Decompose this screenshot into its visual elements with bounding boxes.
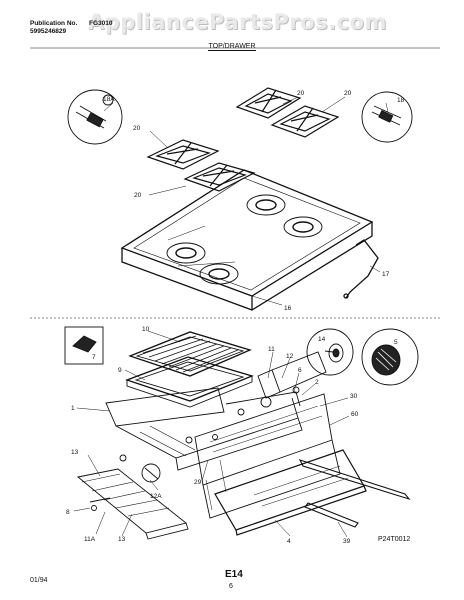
callout-18: 18 xyxy=(397,97,405,104)
section-title-text: TOP/DRAWER xyxy=(208,43,256,51)
callout-7: 7 xyxy=(92,354,96,361)
callout-6: 6 xyxy=(298,367,302,374)
callout-20-top-right: 20 xyxy=(344,90,352,97)
footer-date: 01/94 xyxy=(30,577,48,584)
callout-30: 30 xyxy=(350,393,358,400)
footer-page-number: 6 xyxy=(229,583,233,590)
callout-13-upper: 13 xyxy=(71,449,79,456)
callout-10: 10 xyxy=(142,326,150,333)
slide-rail xyxy=(76,454,189,540)
callout-1: 1 xyxy=(71,405,75,412)
callout-12: 12 xyxy=(286,353,294,360)
detail-circle-14 xyxy=(306,328,354,376)
callout-9: 9 xyxy=(118,367,122,374)
callout-8: 8 xyxy=(66,509,70,516)
callout-20-upper-left: 20 xyxy=(133,125,141,132)
detail-circle-5 xyxy=(361,328,419,386)
detail-circle-18 xyxy=(361,91,413,143)
callout-29: 29 xyxy=(194,479,202,486)
callout-11a: 11A xyxy=(84,536,96,543)
callout-20-top-mid: 20 xyxy=(297,90,305,97)
leader-lines xyxy=(73,96,389,538)
detail-circle-18a xyxy=(67,89,123,145)
support-rod xyxy=(343,239,379,299)
drawer-front xyxy=(194,393,411,536)
callout-2: 2 xyxy=(315,379,319,386)
publication-label: Publication No. xyxy=(30,20,78,27)
detail-box-7 xyxy=(64,326,104,365)
callout-60: 60 xyxy=(351,411,359,418)
callout-14: 14 xyxy=(318,336,326,343)
callout-13-lower: 13 xyxy=(118,536,126,543)
publication-number: 5995246829 xyxy=(30,28,67,35)
callout-12a: 12A xyxy=(150,493,162,500)
callout-16: 16 xyxy=(284,305,292,312)
cooktop xyxy=(120,169,374,311)
callout-18a: 18A xyxy=(103,96,115,103)
drawer-frame xyxy=(105,386,303,471)
model-number: FG3010 xyxy=(89,20,113,27)
broiler-insert xyxy=(128,331,252,377)
callout-39: 39 xyxy=(343,538,351,545)
rear-bracket xyxy=(257,351,327,399)
footer-page-id: E14 xyxy=(225,569,243,580)
diagram-code: P24T0012 xyxy=(378,536,411,543)
callout-labels: 18A 18 20 20 20 20 17 16 7 10 9 1 11 12 … xyxy=(66,90,405,545)
trim-strip xyxy=(304,502,359,528)
grate-pair-left xyxy=(146,139,256,192)
section-title: TOP/DRAWER xyxy=(0,43,464,51)
broiler-pan xyxy=(125,356,254,408)
callout-5: 5 xyxy=(394,339,398,346)
callout-4: 4 xyxy=(287,538,291,545)
grate-pair-right xyxy=(235,87,340,138)
callout-20-left: 20 xyxy=(134,192,142,199)
watermark: AppliancePartsPros.com xyxy=(88,10,387,34)
callout-17: 17 xyxy=(382,271,390,278)
callout-11: 11 xyxy=(268,346,275,353)
